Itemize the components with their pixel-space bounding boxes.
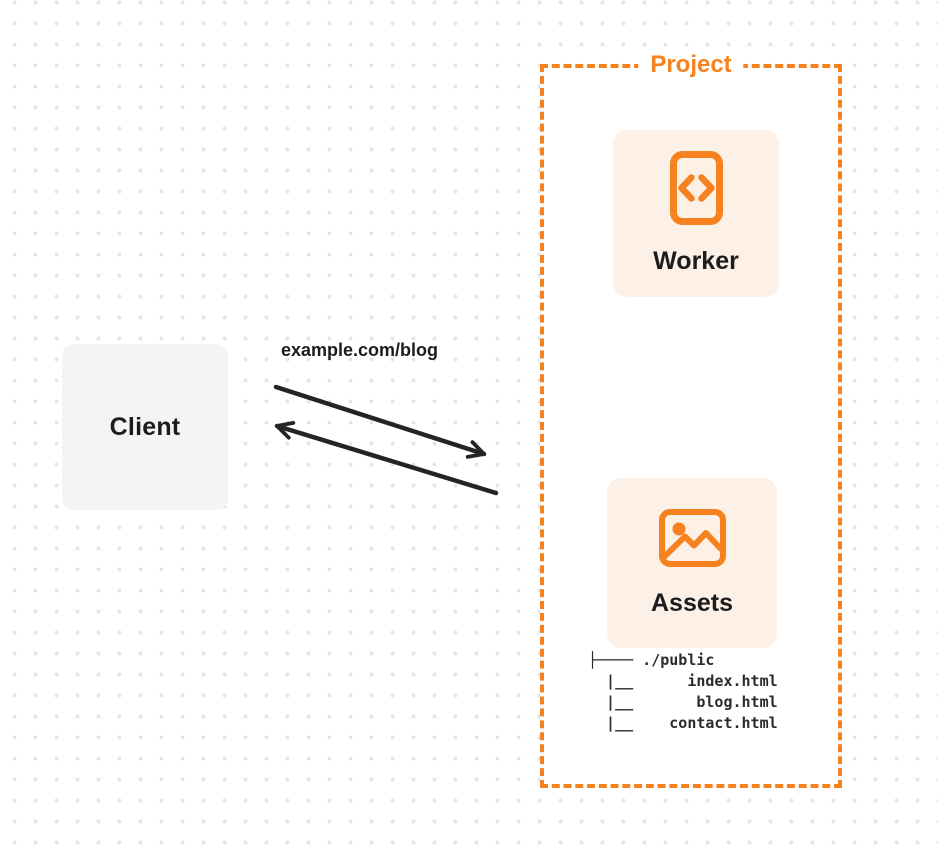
image-icon [658,508,726,567]
project-box: Project Worker Assets ├──── ./public |__… [540,50,842,788]
response-arrow [274,420,499,496]
assets-label: Assets [651,588,733,617]
file-tree: ├──── ./public |__ index.html |__ blog.h… [588,651,778,732]
request-arrow [273,384,487,459]
worker-label: Worker [653,247,739,275]
project-label: Project [638,50,744,80]
request-url-label: example.com/blog [281,340,439,360]
client-box: Client [62,344,228,510]
code-document-icon [669,151,723,225]
client-label: Client [109,412,181,441]
worker-card: Worker [613,130,779,297]
assets-card: Assets [607,478,777,648]
